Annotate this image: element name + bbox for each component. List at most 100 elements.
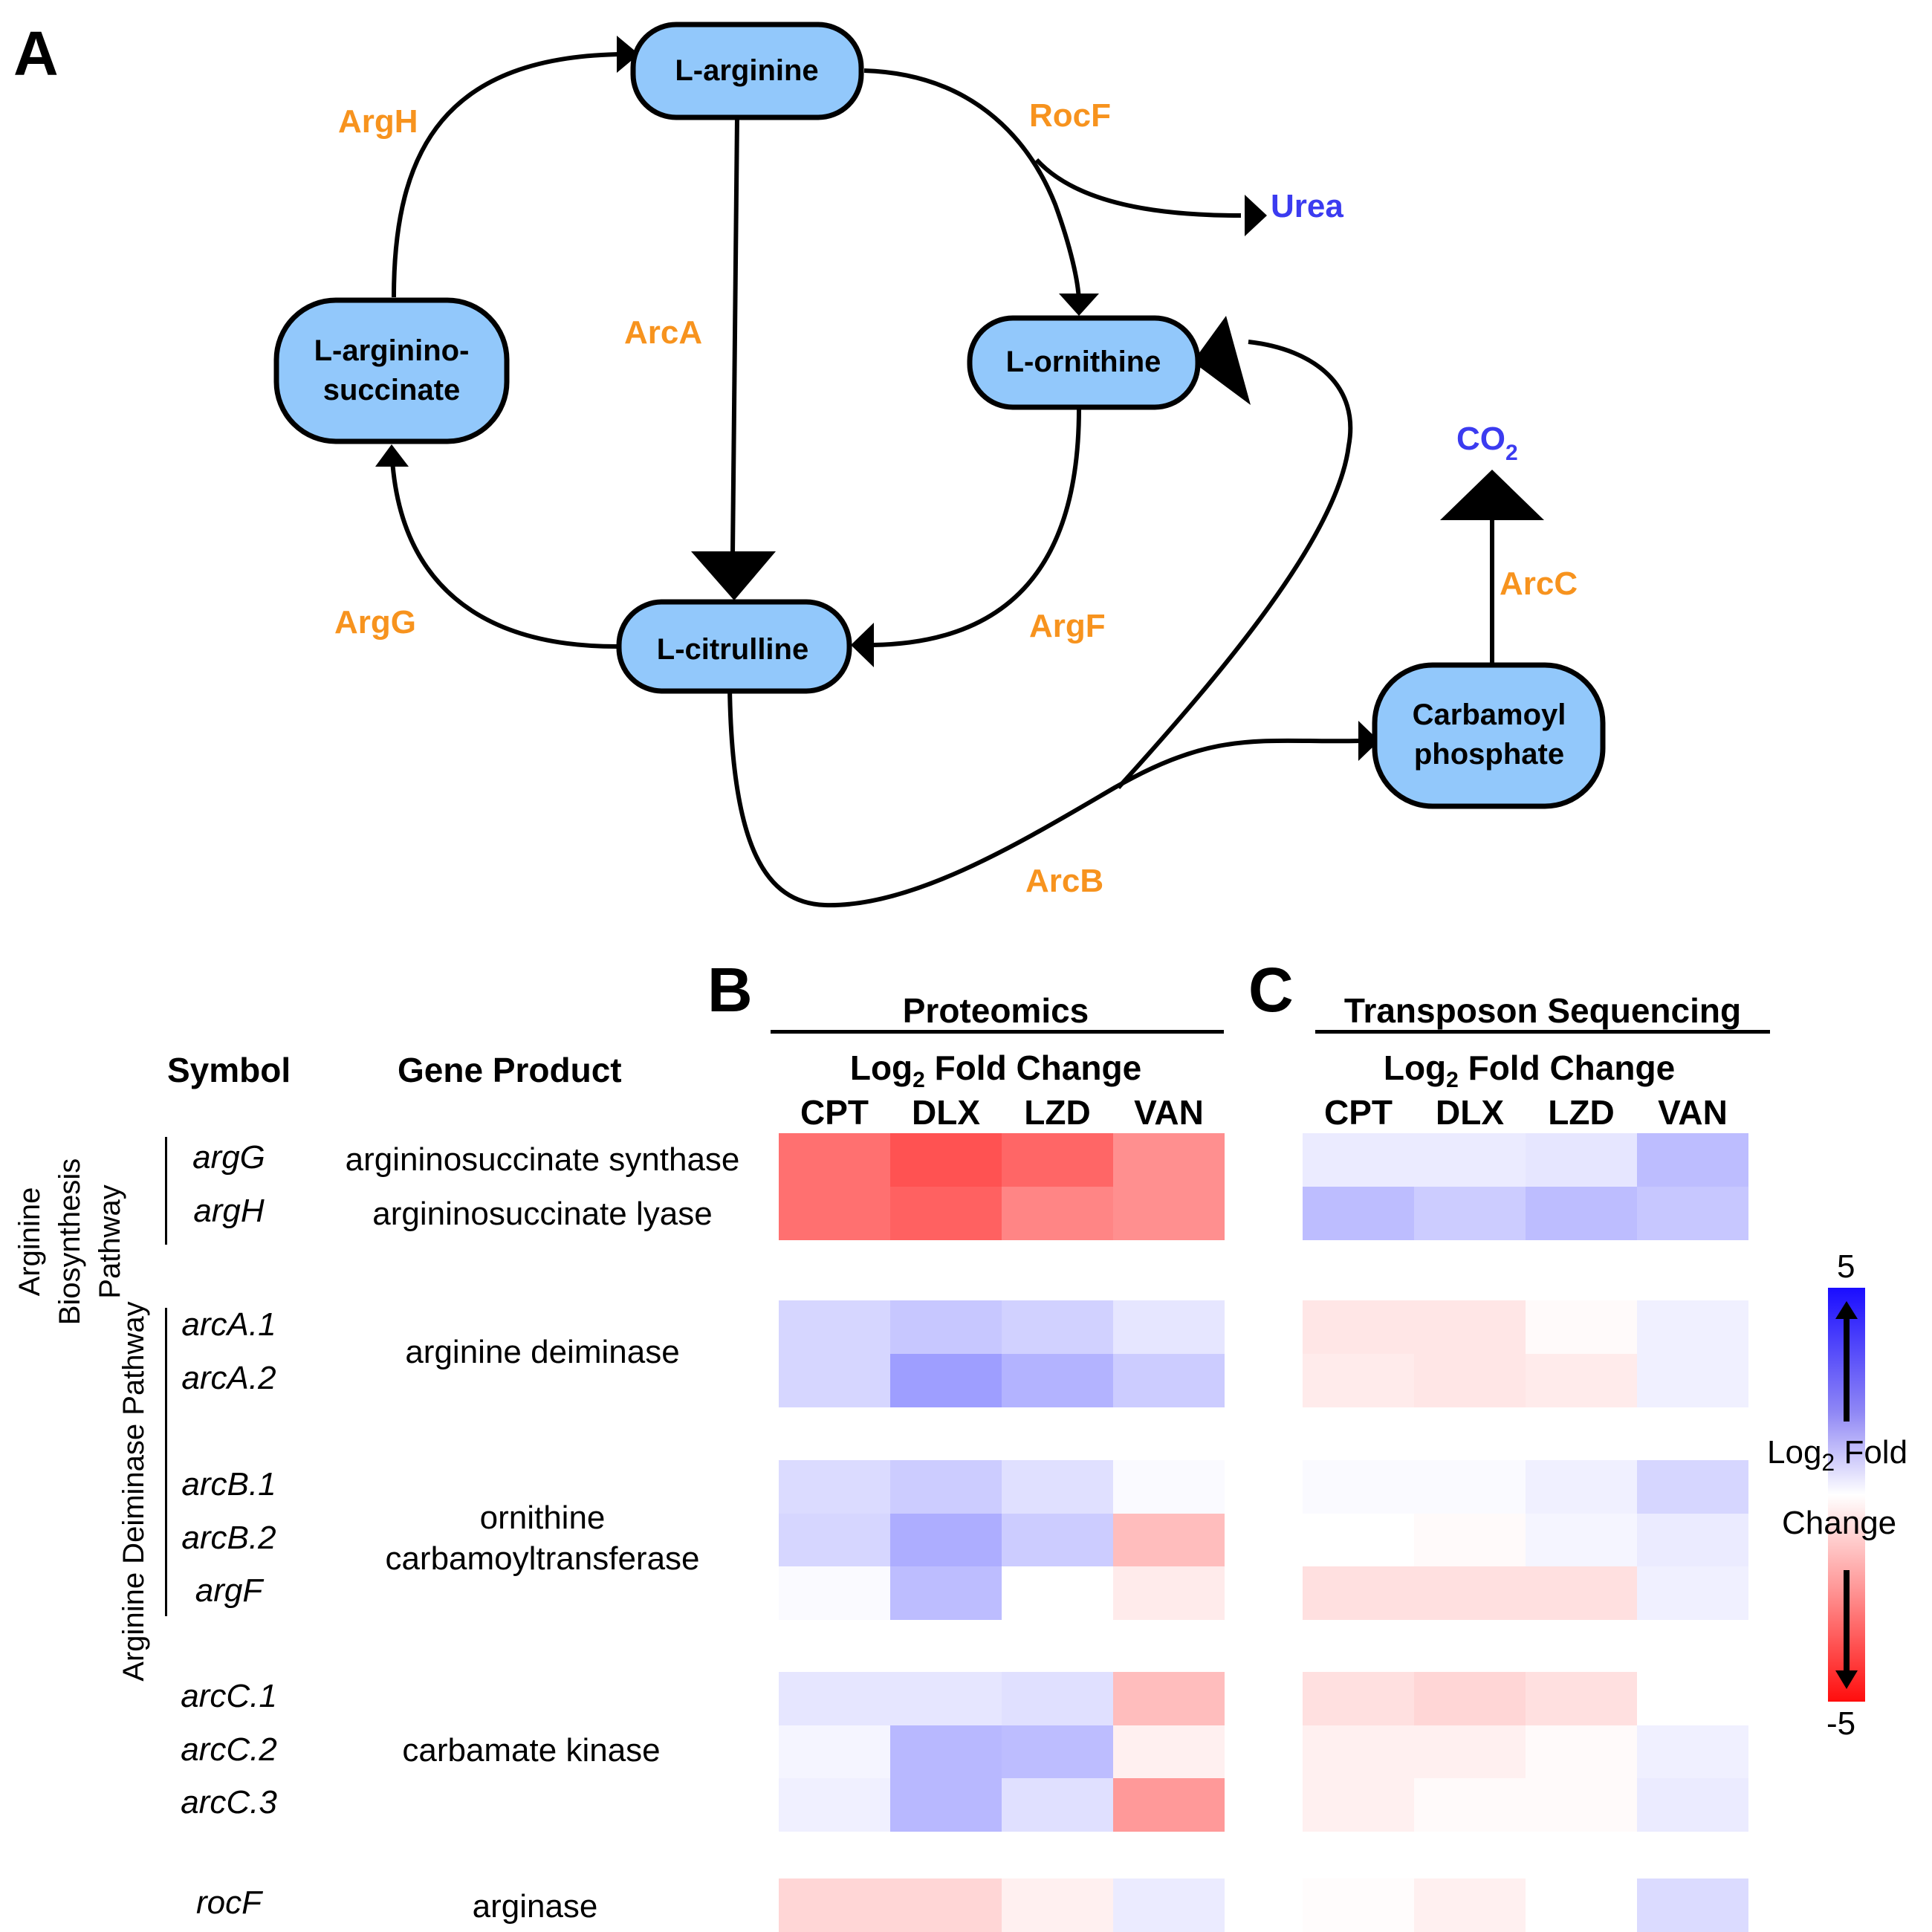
arrowhead-argininosuccinate (375, 444, 409, 467)
heatmap-cell-arcA-2-lzd (1002, 1354, 1113, 1407)
heatmap-cell-arcA-2-dlx (1414, 1354, 1526, 1407)
heatmap-cell-arcA-1-dlx (1414, 1300, 1526, 1354)
heatmap-cell-arcA-1-van (1113, 1300, 1225, 1354)
heatmap-cell-arcA-1-cpt (779, 1300, 890, 1354)
heatmap-cell-arcB-1-dlx (890, 1460, 1002, 1514)
proteomics-col-header-cpt: CPT (800, 1093, 869, 1132)
panel-label-c: C (1248, 955, 1294, 1025)
heatmap-cell-arcC-3-lzd (1002, 1778, 1113, 1832)
group-bracket-biosynthesis (165, 1137, 167, 1245)
heatmap-cell-arcA-1-lzd (1002, 1300, 1113, 1354)
arrowhead-ornithine-top (1059, 294, 1099, 316)
heatmap-cell-arcB-2-cpt (779, 1514, 890, 1567)
tnseq-col-header-dlx: DLX (1436, 1093, 1504, 1132)
heatmap-cell-arcC-3-cpt (779, 1778, 890, 1832)
heatmap-cell-argF-lzd (1526, 1566, 1637, 1620)
node-label: phosphate (1414, 738, 1564, 771)
enzyme-argG: ArgG (334, 604, 416, 641)
arrow-up-head-icon (1835, 1301, 1858, 1319)
node-label: L-citrulline (657, 633, 808, 666)
heatmap-cell-rocF-van (1113, 1878, 1225, 1932)
heatmap-cell-arcC-2-cpt (1303, 1725, 1414, 1779)
heatmap-cell-argF-dlx (890, 1566, 1002, 1620)
heatmap-cell-arcC-1-lzd (1002, 1672, 1113, 1725)
heatmap-cell-arcB-2-dlx (1414, 1514, 1526, 1567)
gene-symbol-rocf: rocF (196, 1884, 262, 1921)
heatmap-cell-arcC-3-dlx (890, 1778, 1002, 1832)
gene-symbol-arcb-2: arcB.2 (181, 1520, 276, 1556)
proteomics-col-header-dlx: DLX (912, 1093, 980, 1132)
heatmap-cell-arcA-2-dlx (890, 1354, 1002, 1407)
enzyme-argH: ArgH (338, 103, 418, 140)
heatmap-cell-arcC-2-lzd (1526, 1725, 1637, 1779)
arginine-pathway-diagram: L-arginine L-arginino- succinate L-ornit… (273, 22, 1606, 908)
heatmap-cell-arcB-2-lzd (1002, 1514, 1113, 1567)
node-label: L-ornithine (1006, 346, 1161, 378)
gene-product-arcC: carbamate kinase (402, 1732, 661, 1769)
heatmap-cell-arcB-1-van (1637, 1460, 1748, 1514)
heatmap-cell-arcC-3-dlx (1414, 1778, 1526, 1832)
heatmap-cell-arcC-1-dlx (890, 1672, 1002, 1725)
heatmap-cell-arcC-2-van (1637, 1725, 1748, 1779)
heatmap-cell-rocF-lzd (1526, 1878, 1637, 1932)
heatmap-cell-arcC-1-lzd (1526, 1672, 1637, 1725)
heatmap-cell-arcA-1-cpt (1303, 1300, 1414, 1354)
node-carbamoyl-phosphate: Carbamoyl phosphate (1372, 662, 1606, 809)
panel-label-a: A (13, 19, 59, 88)
heatmap-cell-argF-van (1113, 1566, 1225, 1620)
symbol-header: Symbol (167, 1051, 291, 1089)
heatmap-cell-arcA-1-lzd (1526, 1300, 1637, 1354)
tnseq-subtitle: Log2 Fold Change (1383, 1048, 1676, 1093)
heatmap-cell-arcC-1-cpt (1303, 1672, 1414, 1725)
node-label: L-arginino- (314, 334, 470, 367)
heatmap-cell-arcC-2-dlx (890, 1725, 1002, 1779)
proteomics-col-header-van: VAN (1134, 1093, 1204, 1132)
edge-urea (1034, 158, 1242, 218)
gene-product-arcA: arginine deiminase (405, 1334, 680, 1370)
heatmap-cell-arcC-2-cpt (779, 1725, 890, 1779)
heatmap-cell-argG-dlx (1414, 1133, 1526, 1187)
heatmap-cell-arcC-2-lzd (1002, 1725, 1113, 1779)
heatmap-cell-arcC-2-dlx (1414, 1725, 1526, 1779)
gene-symbol-argg: argG (192, 1139, 265, 1176)
heatmap-cell-rocF-dlx (890, 1878, 1002, 1932)
proteomics-title: Proteomics (902, 991, 1089, 1030)
gene-product-argH: argininosuccinate lyase (372, 1196, 713, 1232)
gene-symbol-arcc-3: arcC.3 (181, 1784, 277, 1821)
heatmap-cell-arcC-3-cpt (1303, 1778, 1414, 1832)
heatmap-cell-arcC-3-lzd (1526, 1778, 1637, 1832)
edge-arcB-carbamoyl (727, 687, 1361, 908)
heatmap-cell-argH-van (1637, 1187, 1748, 1240)
heatmap-cell-arcB-1-cpt (779, 1460, 890, 1514)
arrowhead-carbamoyl (1358, 721, 1379, 761)
product-urea: Urea (1271, 188, 1343, 224)
heatmap-cell-argG-van (1637, 1133, 1748, 1187)
node-label: succinate (323, 374, 461, 406)
heatmap-cell-argH-lzd (1002, 1187, 1113, 1240)
arrowhead-urea (1245, 195, 1267, 236)
node-l-citrulline: L-citrulline (616, 599, 852, 694)
group-bracket-deiminase (165, 1308, 167, 1616)
tnseq-col-header-cpt: CPT (1324, 1093, 1393, 1132)
heatmap-cell-arcC-1-van (1637, 1672, 1748, 1725)
heatmap-cell-argH-van (1113, 1187, 1225, 1240)
edge-arcB-ornithine (1116, 340, 1353, 790)
heatmap-cell-arcA-2-cpt (1303, 1354, 1414, 1407)
node-l-arginine: L-arginine (630, 22, 864, 120)
gene-symbol-arca-2: arcA.2 (181, 1360, 276, 1396)
node-l-ornithine: L-ornithine (967, 315, 1201, 410)
arrowhead-co2 (1440, 470, 1544, 520)
heatmap-cell-argH-dlx (1414, 1187, 1526, 1240)
colorbar-arrows (1835, 1301, 1858, 1689)
proteomics-subtitle: Log2 Fold Change (849, 1048, 1142, 1093)
arrowhead-citrulline-top (691, 551, 776, 600)
enzyme-rocF: RocF (1029, 97, 1111, 134)
heatmap-cell-argG-lzd (1002, 1133, 1113, 1187)
heatmap-cell-arcC-3-van (1637, 1778, 1748, 1832)
tnseq-title-rule (1315, 1030, 1770, 1034)
heatmap-cell-arcB-2-van (1637, 1514, 1748, 1567)
heatmap-cell-argG-dlx (890, 1133, 1002, 1187)
gene-symbol-arcc-1: arcC.1 (181, 1678, 277, 1714)
tnseq-col-header-lzd: LZD (1548, 1093, 1615, 1132)
edge-rocF (863, 68, 1081, 304)
